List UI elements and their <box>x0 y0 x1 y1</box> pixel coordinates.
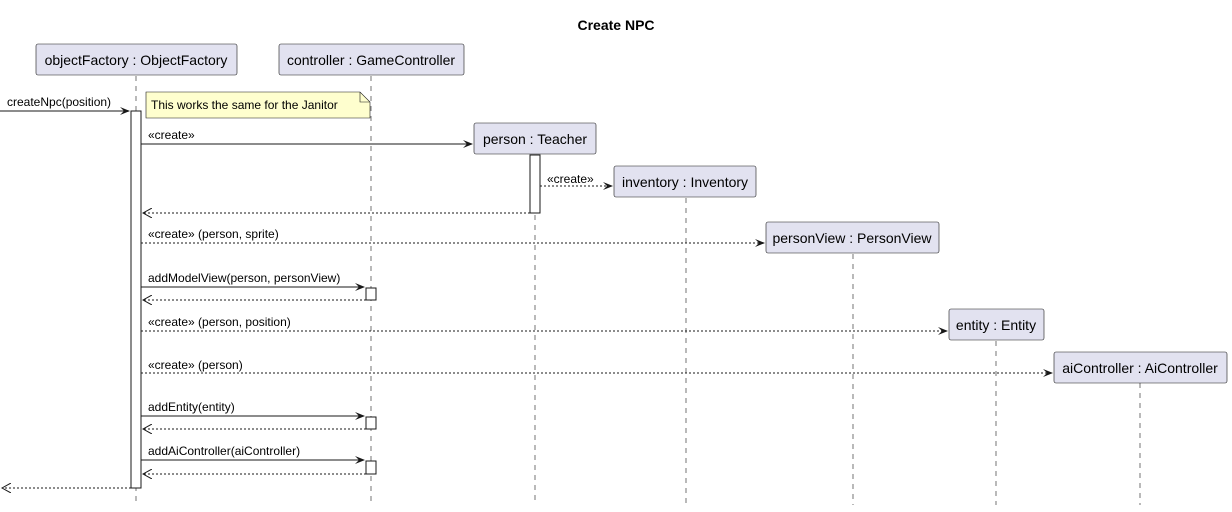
participant-personview-label: personView : PersonView <box>772 230 932 246</box>
message-create-entity-label: «create» (person, position) <box>148 315 291 329</box>
message-addentity-label: addEntity(entity) <box>148 400 235 414</box>
participant-objectfactory: objectFactory : ObjectFactory <box>35 43 238 76</box>
participant-entity-label: entity : Entity <box>956 317 1036 333</box>
note-janitor: This works the same for the Janitor <box>145 91 371 119</box>
message-create-inventory-label: «create» <box>547 172 594 186</box>
participant-person: person : Teacher <box>473 122 597 155</box>
activation-person <box>529 154 541 214</box>
message-addaicontroller-label: addAiController(aiController) <box>148 444 300 458</box>
participant-aicontroller-label: aiController : AiController <box>1062 360 1218 376</box>
participant-person-label: person : Teacher <box>483 131 587 147</box>
message-create-personview-label: «create» (person, sprite) <box>148 227 279 241</box>
message-create-person-label: «create» <box>148 128 195 142</box>
participant-controller-label: controller : GameController <box>287 52 455 68</box>
diagram-title: Create NPC <box>577 17 654 33</box>
participant-inventory: inventory : Inventory <box>613 165 757 198</box>
note-text: This works the same for the Janitor <box>151 98 338 112</box>
participant-controller: controller : GameController <box>278 43 465 76</box>
activation-objectfactory <box>130 110 142 489</box>
message-addmodelview-label: addModelView(person, personView) <box>148 271 340 285</box>
participant-personview: personView : PersonView <box>765 221 940 254</box>
activation-controller-1 <box>365 287 377 301</box>
participant-aicontroller: aiController : AiController <box>1053 351 1228 384</box>
participant-entity: entity : Entity <box>948 308 1045 341</box>
message-createnpc-label: createNpc(position) <box>7 95 111 109</box>
activation-controller-2 <box>365 416 377 430</box>
activation-controller-3 <box>365 460 377 475</box>
message-create-aicontroller-label: «create» (person) <box>148 358 243 372</box>
participant-objectfactory-label: objectFactory : ObjectFactory <box>45 52 228 68</box>
participant-inventory-label: inventory : Inventory <box>622 174 748 190</box>
